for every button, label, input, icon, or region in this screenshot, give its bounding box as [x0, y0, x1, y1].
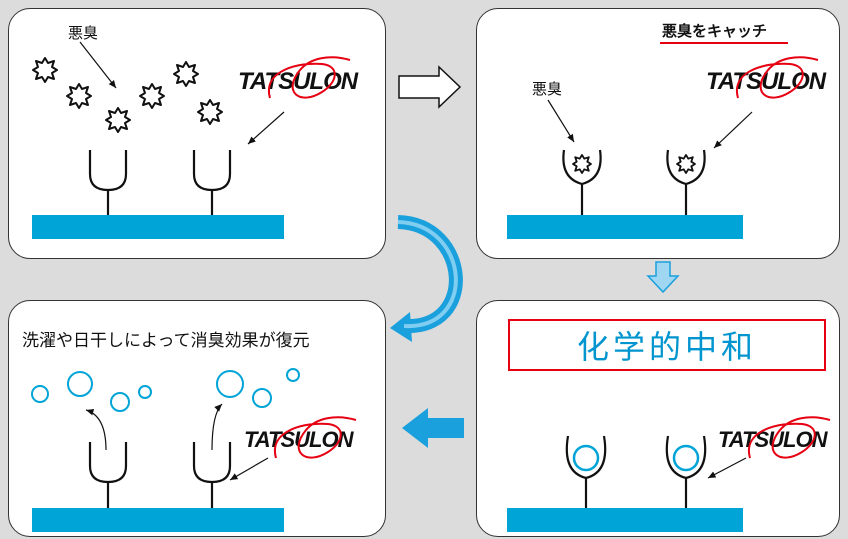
- arrow-logo-pointer-top-left: [247, 111, 285, 145]
- arrow-odor-pointer-top-left: [79, 41, 117, 89]
- restore-title: 洗濯や日干しによって消臭効果が復元: [22, 331, 310, 351]
- logo-alpha-swooshes: [267, 56, 831, 459]
- arrow-odor-pointer-top-right: [547, 99, 575, 143]
- arrow-logo-pointer-top-right: [713, 111, 753, 149]
- arrow-logo-pointer-bottom-left: [229, 457, 269, 481]
- odor-label-top-right: 悪臭: [532, 80, 563, 98]
- blue-curved-arrow: [390, 215, 463, 342]
- receptors-bottom-right: [565, 435, 707, 508]
- arrow-logo-pointer-bottom-right: [707, 457, 747, 479]
- receptors-top-left: [88, 150, 232, 215]
- chemical-neutralization-label: 化学的中和: [576, 328, 757, 366]
- release-arrow-right: [211, 403, 223, 451]
- receptors-top-right: [562, 149, 706, 215]
- catch-title: 悪臭をキャッチ: [662, 22, 768, 40]
- fiber-bottom-left: [32, 508, 284, 532]
- fiber-top-right: [507, 215, 743, 239]
- released-molecules: [31, 368, 300, 412]
- odor-molecules: [32, 57, 223, 133]
- catch-title-underline: [660, 42, 788, 44]
- blue-down-arrow: [646, 261, 680, 294]
- fiber-bottom-right: [507, 508, 743, 532]
- release-arrow-left: [85, 408, 107, 451]
- receptors-bottom-left: [88, 442, 232, 508]
- fiber-top-left: [32, 215, 284, 239]
- odor-label-top-left: 悪臭: [68, 24, 99, 42]
- outline-arrow-right: [398, 65, 462, 109]
- blue-left-arrow: [402, 408, 464, 448]
- chemical-neutralization-box: 化学的中和: [508, 319, 826, 371]
